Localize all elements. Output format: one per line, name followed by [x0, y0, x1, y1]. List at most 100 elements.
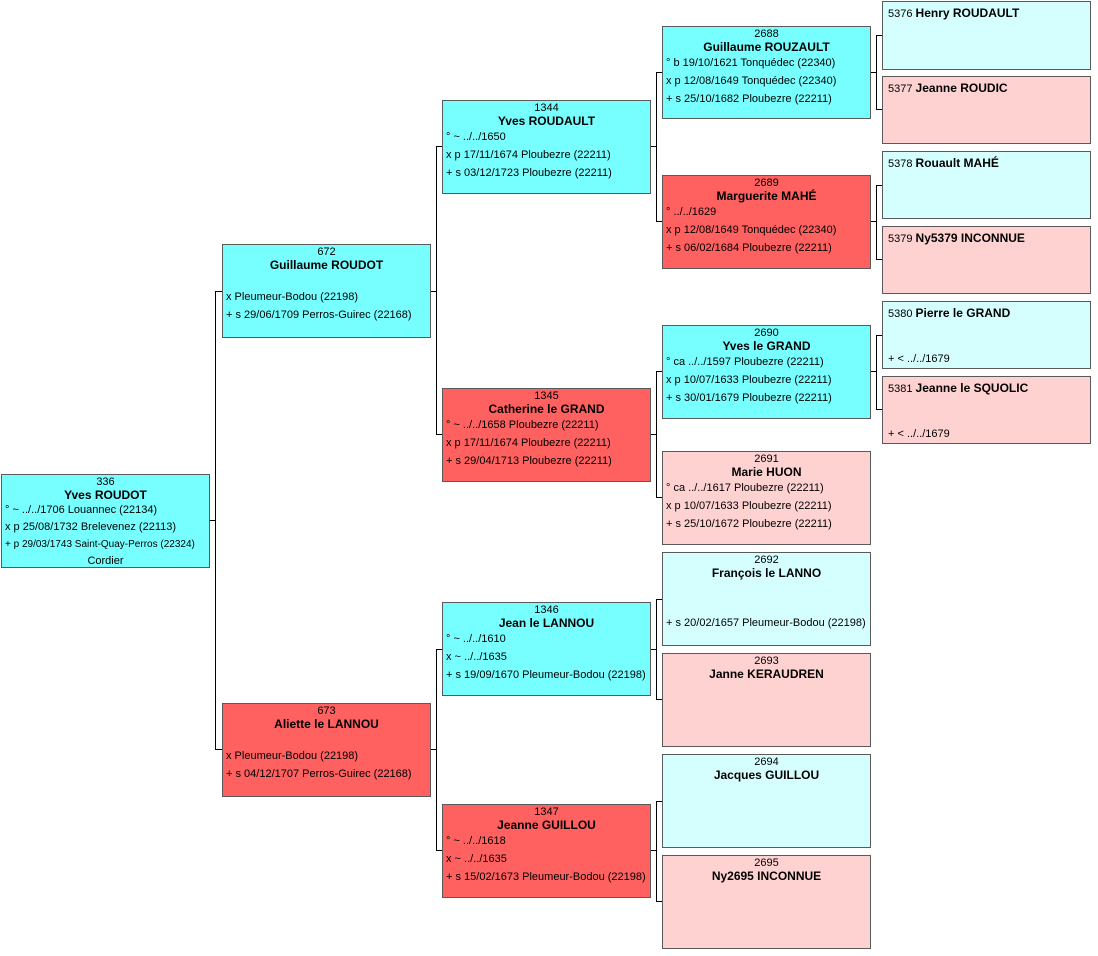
person-box-673[interactable]: 673 Aliette le LANNOU x Pleumeur-Bodou (…	[222, 703, 431, 797]
marriage-line: x p 17/11/1674 Ploubezre (22211)	[446, 437, 611, 449]
sosa-number: 2688	[754, 28, 779, 40]
birth-line: ° ~ ../../1650	[446, 131, 506, 143]
sosa-number: 5380	[888, 308, 913, 320]
sosa-number: 5378	[888, 158, 913, 170]
person-name: Jean le LANNOU	[498, 616, 595, 630]
marriage-line: x Pleumeur-Bodou (22198)	[226, 291, 359, 303]
person-header: 5377 Jeanne ROUDIC	[883, 77, 1090, 96]
death-line: + s 29/06/1709 Perros-Guirec (22168)	[226, 309, 412, 321]
person-box-2694[interactable]: 2694 Jacques GUILLOU	[662, 754, 871, 848]
death-line: + s 06/02/1684 Ploubezre (22211)	[666, 242, 832, 254]
sosa-number: 336	[96, 476, 115, 488]
marriage-line: x ~ ../../1635	[446, 651, 507, 663]
sosa-number: 2692	[754, 554, 779, 566]
person-box-672[interactable]: 672 Guillaume ROUDOT x Pleumeur-Bodou (2…	[222, 244, 431, 338]
person-box-2695[interactable]: 2695 Ny2695 INCONNUE	[662, 855, 871, 949]
death-line: + s 19/09/1670 Pleumeur-Bodou (22198)	[446, 669, 646, 681]
person-box-2692[interactable]: 2692 François le LANNO + s 20/02/1657 Pl…	[662, 552, 871, 646]
sosa-number: 2694	[754, 756, 779, 768]
marriage-line: x p 25/08/1732 Brelevenez (22113)	[5, 521, 177, 533]
birth-line: ° ca ../../1617 Ploubezre (22211)	[666, 482, 824, 494]
sosa-number: 2693	[754, 655, 779, 667]
person-header: 5381 Jeanne le SQUOLIC	[883, 377, 1090, 396]
death-line: + p 29/03/1743 Saint-Quay-Perros (22324)	[5, 539, 195, 550]
person-box-336[interactable]: 336 Yves ROUDOT ° ~ ../../1706 Louannec …	[1, 474, 210, 568]
person-name: Jacques GUILLOU	[713, 768, 820, 782]
person-name: Catherine le GRAND	[488, 402, 605, 416]
sosa-number: 2691	[754, 453, 779, 465]
person-name: Jeanne ROUDIC	[915, 81, 1008, 95]
sosa-number: 1344	[534, 102, 559, 114]
death-line: + s 25/10/1672 Ploubezre (22211)	[666, 518, 832, 530]
person-name: Janne KERAUDREN	[709, 667, 824, 681]
death-line: + s 30/01/1679 Ploubezre (22211)	[666, 392, 832, 404]
person-box-1346[interactable]: 1346 Jean le LANNOU ° ~ ../../1610 x ~ .…	[442, 602, 651, 696]
person-name: Pierre le GRAND	[915, 306, 1011, 320]
person-box-5381[interactable]: 5381 Jeanne le SQUOLIC + < ../../1679	[882, 376, 1091, 444]
sosa-number: 2690	[754, 327, 779, 339]
person-header: 5380 Pierre le GRAND	[883, 302, 1090, 321]
death-line: + s 29/04/1713 Ploubezre (22211)	[446, 455, 612, 467]
person-header: 5379 Ny5379 INCONNUE	[883, 227, 1090, 246]
sosa-number: 1346	[534, 604, 559, 616]
person-name: Yves le GRAND	[722, 339, 811, 353]
sosa-number: 5376	[888, 8, 913, 20]
person-box-1347[interactable]: 1347 Jeanne GUILLOU ° ~ ../../1618 x ~ .…	[442, 804, 651, 898]
person-name: Ny5379 INCONNUE	[915, 231, 1025, 245]
marriage-line: x p 17/11/1674 Ploubezre (22211)	[446, 149, 611, 161]
sosa-number: 5381	[888, 383, 913, 395]
marriage-line: x p 10/07/1633 Ploubezre (22211)	[666, 500, 832, 512]
death-line: + s 25/10/1682 Ploubezre (22211)	[666, 93, 832, 105]
person-box-2688[interactable]: 2688 Guillaume ROUZAULT ° b 19/10/1621 T…	[662, 26, 871, 119]
birth-line: ° b 19/10/1621 Tonquédec (22340)	[666, 57, 836, 69]
birth-line: ° ~ ../../1618	[446, 835, 506, 847]
person-box-5380[interactable]: 5380 Pierre le GRAND + < ../../1679	[882, 301, 1091, 369]
birth-line: ° ../../1629	[666, 206, 717, 218]
person-name: Aliette le LANNOU	[274, 717, 379, 731]
person-box-2691[interactable]: 2691 Marie HUON ° ca ../../1617 Ploubezr…	[662, 451, 871, 545]
sosa-number: 2689	[754, 177, 779, 189]
sosa-number: 5379	[888, 233, 913, 245]
person-name: Rouault MAHÉ	[915, 156, 999, 170]
marriage-line: x p 12/08/1649 Tonquédec (22340)	[666, 224, 837, 236]
person-box-2690[interactable]: 2690 Yves le GRAND ° ca ../../1597 Ploub…	[662, 325, 871, 419]
person-name: Yves ROUDAULT	[497, 114, 596, 128]
person-name: Ny2695 INCONNUE	[711, 869, 822, 883]
person-name: Marguerite MAHÉ	[716, 189, 817, 203]
person-name: Guillaume ROUZAULT	[703, 40, 830, 54]
person-box-5378[interactable]: 5378 Rouault MAHÉ	[882, 151, 1091, 219]
person-box-2693[interactable]: 2693 Janne KERAUDREN	[662, 653, 871, 747]
person-box-5376[interactable]: 5376 Henry ROUDAULT	[882, 1, 1091, 70]
person-box-1345[interactable]: 1345 Catherine le GRAND ° ~ ../../1658 P…	[442, 388, 651, 482]
marriage-line: x p 10/07/1633 Ploubezre (22211)	[666, 374, 832, 386]
marriage-line: x p 12/08/1649 Tonquédec (22340)	[666, 75, 837, 87]
death-line: + < ../../1679	[888, 428, 950, 440]
person-box-5377[interactable]: 5377 Jeanne ROUDIC	[882, 76, 1091, 144]
marriage-line: x ~ ../../1635	[446, 853, 507, 865]
sosa-number: 5377	[888, 83, 913, 95]
death-line: + < ../../1679	[888, 353, 950, 365]
person-name: Marie HUON	[731, 465, 802, 479]
death-line: + s 03/12/1723 Ploubezre (22211)	[446, 167, 612, 179]
marriage-line: x Pleumeur-Bodou (22198)	[226, 750, 359, 762]
person-name: Jeanne le SQUOLIC	[915, 381, 1029, 395]
person-box-2689[interactable]: 2689 Marguerite MAHÉ ° ../../1629 x p 12…	[662, 175, 871, 269]
person-box-1344[interactable]: 1344 Yves ROUDAULT ° ~ ../../1650 x p 17…	[442, 100, 651, 194]
death-line: + s 04/12/1707 Perros-Guirec (22168)	[226, 768, 412, 780]
birth-line: ° ca ../../1597 Ploubezre (22211)	[666, 356, 824, 368]
death-line: + s 15/02/1673 Pleumeur-Bodou (22198)	[446, 871, 646, 883]
person-name: Guillaume ROUDOT	[269, 258, 384, 272]
person-box-5379[interactable]: 5379 Ny5379 INCONNUE	[882, 226, 1091, 294]
person-name: Yves ROUDOT	[64, 488, 147, 502]
person-name: François le LANNO	[711, 566, 822, 580]
sosa-number: 673	[317, 705, 336, 717]
person-header: 5378 Rouault MAHÉ	[883, 152, 1090, 171]
person-name: Henry ROUDAULT	[915, 6, 1020, 20]
sosa-number: 1345	[534, 390, 559, 402]
sosa-number: 2695	[754, 857, 779, 869]
person-name: Jeanne GUILLOU	[497, 818, 596, 832]
person-header: 5376 Henry ROUDAULT	[883, 2, 1090, 21]
death-line: + s 20/02/1657 Pleumeur-Bodou (22198)	[666, 617, 866, 629]
birth-line: ° ~ ../../1610	[446, 633, 506, 645]
